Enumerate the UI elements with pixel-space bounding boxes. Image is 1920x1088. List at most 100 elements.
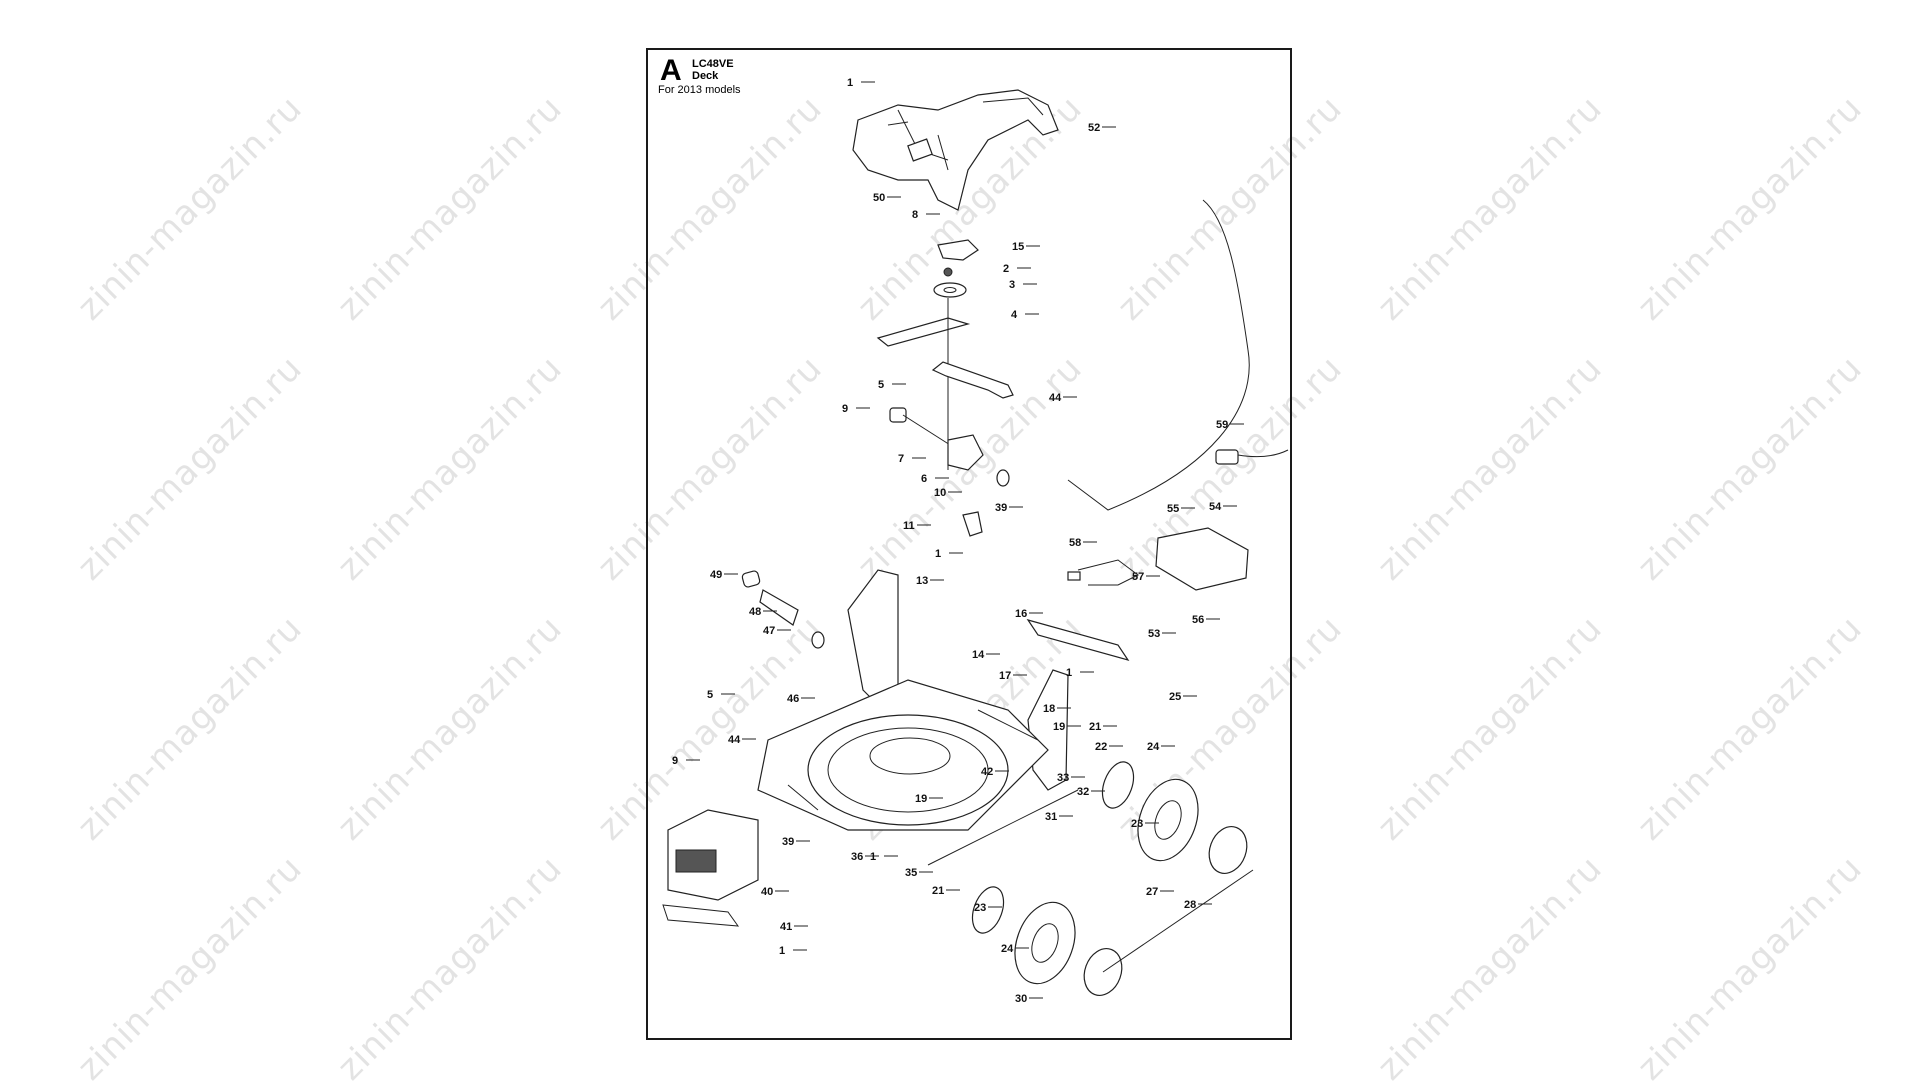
callout-number: 7 bbox=[898, 453, 904, 465]
watermark-text: zinin-magazin.ru bbox=[70, 348, 311, 589]
watermark-text: zinin-magazin.ru bbox=[70, 608, 311, 849]
callout-16[interactable]: 16 bbox=[1015, 608, 1043, 620]
callout-5[interactable]: 5 bbox=[878, 379, 906, 391]
callout-number: 18 bbox=[1043, 703, 1055, 715]
callout-number: 21 bbox=[932, 885, 944, 897]
callout-57[interactable]: 57 bbox=[1132, 571, 1160, 583]
callout-59[interactable]: 59 bbox=[1216, 419, 1244, 431]
callout-9[interactable]: 9 bbox=[672, 755, 700, 767]
callout-23[interactable]: 23 bbox=[974, 902, 1002, 914]
callout-number: 1 bbox=[1066, 667, 1072, 679]
callout-1[interactable]: 1 bbox=[847, 77, 875, 89]
callout-number: 41 bbox=[780, 921, 792, 933]
callout-18[interactable]: 18 bbox=[1043, 703, 1071, 715]
section-name: Deck bbox=[692, 70, 719, 82]
callout-number: 4 bbox=[1011, 309, 1018, 321]
callout-44[interactable]: 44 bbox=[728, 734, 756, 746]
callout-39[interactable]: 39 bbox=[995, 502, 1023, 514]
callout-19[interactable]: 19 bbox=[1053, 721, 1081, 733]
callout-23[interactable]: 23 bbox=[1131, 818, 1159, 830]
callout-8[interactable]: 8 bbox=[912, 209, 940, 221]
callout-22[interactable]: 22 bbox=[1095, 741, 1123, 753]
callout-number: 31 bbox=[1045, 811, 1057, 823]
watermark-text: zinin-magazin.ru bbox=[1370, 848, 1611, 1088]
watermark-text: zinin-magazin.ru bbox=[1370, 348, 1611, 589]
wheels-drawing bbox=[971, 761, 1254, 996]
callout-2[interactable]: 2 bbox=[1003, 263, 1031, 275]
callout-number: 16 bbox=[1015, 608, 1027, 620]
front-cover-drawing bbox=[662, 809, 759, 927]
callout-6[interactable]: 6 bbox=[921, 473, 949, 485]
callout-48[interactable]: 48 bbox=[749, 606, 777, 618]
callout-56[interactable]: 56 bbox=[1192, 614, 1220, 626]
callout-10[interactable]: 10 bbox=[934, 487, 962, 499]
callout-21[interactable]: 21 bbox=[1089, 721, 1117, 733]
callout-35[interactable]: 35 bbox=[905, 867, 933, 879]
callout-number: 53 bbox=[1148, 628, 1160, 640]
callout-28[interactable]: 28 bbox=[1184, 899, 1212, 911]
callout-44[interactable]: 44 bbox=[1049, 392, 1077, 404]
callout-1[interactable]: 1 bbox=[779, 945, 807, 957]
callout-41[interactable]: 41 bbox=[780, 921, 808, 933]
callout-number: 24 bbox=[1001, 943, 1014, 955]
callout-47[interactable]: 47 bbox=[763, 625, 791, 637]
watermark-text: zinin-magazin.ru bbox=[330, 88, 571, 329]
top-cover-drawing bbox=[852, 89, 1059, 211]
watermark-text: zinin-magazin.ru bbox=[330, 348, 571, 589]
callout-17[interactable]: 17 bbox=[999, 670, 1027, 682]
callout-1[interactable]: 1 bbox=[870, 851, 898, 863]
callout-58[interactable]: 58 bbox=[1069, 537, 1097, 549]
callout-46[interactable]: 46 bbox=[787, 693, 815, 705]
callout-24[interactable]: 24 bbox=[1001, 943, 1029, 955]
callout-number: 1 bbox=[935, 548, 941, 560]
callout-32[interactable]: 32 bbox=[1077, 786, 1105, 798]
callout-number: 1 bbox=[847, 77, 853, 89]
callout-14[interactable]: 14 bbox=[972, 649, 1000, 661]
callout-number: 39 bbox=[782, 836, 794, 848]
watermark-text: zinin-magazin.ru bbox=[1630, 848, 1871, 1088]
callout-27[interactable]: 27 bbox=[1146, 886, 1174, 898]
callout-number: 56 bbox=[1192, 614, 1204, 626]
callout-5[interactable]: 5 bbox=[707, 689, 735, 701]
callout-number: 5 bbox=[707, 689, 713, 701]
callout-42[interactable]: 42 bbox=[981, 766, 1009, 778]
callout-11[interactable]: 11 bbox=[903, 520, 931, 532]
watermark-text: zinin-magazin.ru bbox=[1370, 608, 1611, 849]
callout-19[interactable]: 19 bbox=[915, 793, 943, 805]
callout-50[interactable]: 50 bbox=[873, 192, 901, 204]
callout-33[interactable]: 33 bbox=[1057, 772, 1085, 784]
callout-13[interactable]: 13 bbox=[916, 575, 944, 587]
lever-44-drawing bbox=[931, 361, 1014, 399]
callout-number: 36 bbox=[851, 851, 863, 863]
callout-53[interactable]: 53 bbox=[1148, 628, 1176, 640]
callout-number: 10 bbox=[934, 487, 946, 499]
callout-54[interactable]: 54 bbox=[1209, 501, 1237, 513]
callout-1[interactable]: 1 bbox=[1066, 667, 1094, 679]
mower-deck-drawing bbox=[757, 679, 1049, 831]
callout-9[interactable]: 9 bbox=[842, 403, 870, 415]
callout-3[interactable]: 3 bbox=[1009, 279, 1037, 291]
callout-31[interactable]: 31 bbox=[1045, 811, 1073, 823]
callout-number: 28 bbox=[1184, 899, 1196, 911]
callout-number: 8 bbox=[912, 209, 918, 221]
model-year-note: For 2013 models bbox=[658, 84, 741, 96]
callout-36[interactable]: 36 bbox=[851, 851, 879, 863]
callout-25[interactable]: 25 bbox=[1169, 691, 1197, 703]
callout-1[interactable]: 1 bbox=[935, 548, 963, 560]
callout-49[interactable]: 49 bbox=[710, 569, 738, 581]
callout-number: 1 bbox=[870, 851, 876, 863]
callout-55[interactable]: 55 bbox=[1167, 503, 1195, 515]
callout-4[interactable]: 4 bbox=[1011, 309, 1039, 321]
callout-number: 50 bbox=[873, 192, 885, 204]
callout-40[interactable]: 40 bbox=[761, 886, 789, 898]
callout-24[interactable]: 24 bbox=[1147, 741, 1175, 753]
callout-30[interactable]: 30 bbox=[1015, 993, 1043, 1005]
callout-52[interactable]: 52 bbox=[1088, 122, 1116, 134]
callout-21[interactable]: 21 bbox=[932, 885, 960, 897]
callout-number: 3 bbox=[1009, 279, 1015, 291]
callout-15[interactable]: 15 bbox=[1012, 241, 1040, 253]
callout-39[interactable]: 39 bbox=[782, 836, 810, 848]
callout-number: 32 bbox=[1077, 786, 1089, 798]
callout-7[interactable]: 7 bbox=[898, 453, 926, 465]
